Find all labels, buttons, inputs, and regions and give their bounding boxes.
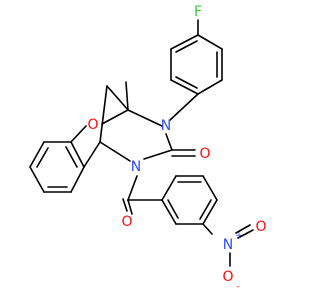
bond — [175, 40, 198, 53]
bond — [70, 125, 87, 143]
atom-label-ether-oxygen: O — [87, 117, 98, 133]
atom-label-nitro-oxygen-single: O — [222, 269, 233, 285]
atom-label-nitro-nitrogen: N — [223, 237, 233, 253]
bond — [161, 175, 177, 201]
bond — [125, 81, 129, 111]
atom-label-acyl-nitrogen: N — [131, 159, 141, 175]
bond — [167, 199, 179, 219]
bond — [197, 34, 223, 50]
bond — [165, 133, 173, 151]
bond — [143, 149, 173, 160]
bond — [237, 229, 254, 239]
bonds — [29, 19, 254, 267]
bond — [83, 141, 101, 168]
bond — [202, 175, 218, 201]
bond — [127, 175, 138, 201]
bond — [127, 199, 133, 215]
atom-label-aryl-nitrogen: N — [161, 118, 171, 134]
bond — [101, 109, 129, 125]
bond — [99, 141, 131, 162]
bond — [175, 76, 198, 89]
bond — [70, 141, 85, 168]
bond — [127, 109, 163, 127]
atom-label-urea-oxygen: O — [199, 146, 210, 162]
bond — [106, 85, 129, 111]
charge-nitro-nitrogen: + — [235, 231, 243, 241]
atom-label-fluorine: F — [194, 4, 202, 20]
bond — [29, 166, 45, 193]
bond — [99, 85, 108, 143]
molecule-canvas: F O N N O O N + O O - — [29, 4, 267, 292]
atom-label-nitro-oxygen-double: O — [255, 219, 266, 235]
bond — [29, 141, 45, 168]
bond — [70, 166, 85, 193]
bond — [235, 224, 251, 234]
charge-nitro-oxygen-single: - — [236, 282, 239, 292]
bond — [169, 93, 199, 121]
bond — [122, 198, 128, 212]
bond — [161, 199, 177, 225]
bond — [65, 146, 78, 168]
atom-label-amide-oxygen: O — [121, 214, 132, 230]
bond — [36, 147, 49, 168]
bond — [199, 199, 212, 220]
bond — [170, 34, 199, 50]
bond — [202, 223, 213, 235]
bond — [170, 79, 199, 95]
bond — [202, 199, 218, 225]
atom-labels: F O N N O O N + O O - — [87, 4, 266, 292]
bond — [197, 79, 223, 95]
